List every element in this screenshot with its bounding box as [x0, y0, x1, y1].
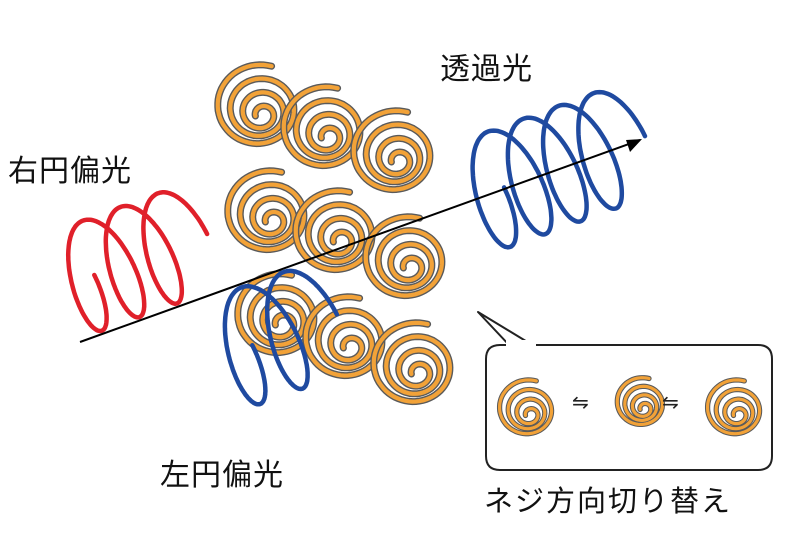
transmitted-helix	[470, 89, 648, 250]
transmitted-helix-path	[470, 89, 648, 250]
switch-arrows-icon-2: ⇋	[662, 390, 679, 414]
callout-coil-right	[704, 377, 763, 437]
callout-coil-flat-body	[615, 376, 664, 426]
coil-9	[370, 319, 454, 406]
coil-8-body	[303, 294, 385, 378]
callout-coils	[496, 375, 763, 437]
right-helix-path	[65, 190, 210, 334]
propagation-arrowhead	[626, 139, 642, 152]
coil-9-body	[371, 320, 453, 404]
callout-box	[485, 344, 773, 471]
right-circular-helix	[65, 190, 210, 334]
coil-6	[362, 213, 446, 300]
handedness-switch-label: ネジ方向切り替え	[484, 484, 733, 518]
coil-5	[292, 187, 376, 274]
coil-array	[214, 61, 454, 406]
coil-1	[214, 61, 298, 148]
callout-coil-right-body	[706, 378, 762, 436]
coil-3	[350, 107, 434, 194]
callout-coil-left	[496, 377, 555, 437]
callout-coil-left-body	[498, 378, 554, 436]
coil-8	[302, 293, 386, 380]
coil-2	[280, 83, 364, 170]
left-circular-helix	[222, 268, 340, 407]
coil-2-body	[281, 84, 363, 168]
left-helix-path	[222, 268, 340, 407]
transmitted-light-label: 透過光	[440, 52, 533, 87]
coil-6-body	[363, 214, 445, 298]
callout-coil-flat	[614, 375, 666, 428]
coil-4-body	[225, 168, 307, 252]
coil-3-body	[351, 108, 433, 192]
switch-arrows-icon-1: ⇋	[572, 390, 589, 414]
propagation-axis	[79, 139, 641, 343]
coil-1-body	[215, 62, 297, 146]
right-circular-label: 右円偏光	[8, 154, 132, 189]
left-circular-label: 左円偏光	[160, 458, 284, 493]
coil-4	[224, 167, 308, 254]
